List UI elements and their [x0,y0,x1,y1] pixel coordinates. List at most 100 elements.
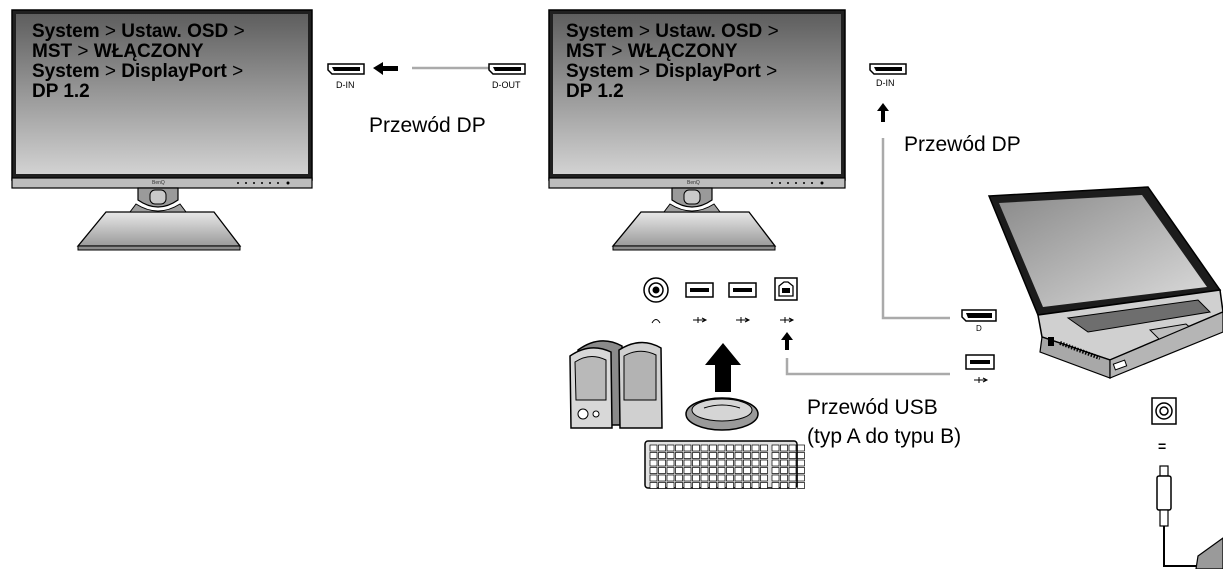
keyboard-key [700,459,709,467]
keyboard-key [771,467,780,474]
keyboard-key [666,467,675,474]
dp-arrow-left [373,62,398,75]
keyboard-key [666,452,675,459]
keyboard-key [692,467,700,474]
keyboard-key [751,474,760,482]
keyboard-key [675,459,683,467]
dp-out-label: D-OUT [492,80,521,90]
keyboard-key [709,482,717,489]
keyboard-key [726,467,734,474]
keyboard-key [675,444,683,452]
keyboard-key [658,482,666,489]
keyboard-key [797,467,805,474]
keyboard-key [649,452,658,459]
keyboard-key [717,444,726,452]
keyboard-key [675,482,683,489]
keyboard-key [743,459,751,467]
keyboard-key [692,459,700,467]
speakers [569,340,663,429]
keyboard-key [717,474,726,482]
keyboard-key [760,467,768,474]
keyboard-key [743,474,751,482]
keyboard [644,440,805,489]
keyboard-key [717,452,726,459]
osd-item: System [566,21,634,42]
laptop-usb-port [965,354,995,383]
keyboard-key [771,482,780,489]
usb-cable-label-line1: Przewód USB [807,396,938,419]
osd-item: System [32,61,100,82]
keyboard-key [683,482,692,489]
keyboard-key [797,474,805,482]
keyboard-key [726,444,734,452]
keyboard-key [751,459,760,467]
keyboard-key [788,474,797,482]
dp-in-label-left: D-IN [336,80,355,90]
keyboard-key [734,474,743,482]
keyboard-key [692,452,700,459]
keyboard-key [760,452,768,459]
keyboard-key [734,452,743,459]
osd-item: MST [32,41,73,62]
keyboard-key [709,444,717,452]
keyboard-key [743,467,751,474]
keyboard-key [700,482,709,489]
usb-arrow [781,332,793,350]
keyboard-key [734,467,743,474]
osd-separator: > [638,21,650,42]
keyboard-key [760,459,768,467]
keyboard-key [692,444,700,452]
dp-arrow-right [877,103,889,122]
osd-item: System [566,61,634,82]
keyboard-key [700,474,709,482]
keyboard-key [666,459,675,467]
keyboard-key [734,444,743,452]
osd-item: DisplayPort [655,61,761,82]
keyboard-key [700,467,709,474]
keyboard-key [658,459,666,467]
keyboard-key [760,444,768,452]
keyboard-key [771,444,780,452]
osd-separator: > [233,21,245,42]
keyboard-key [788,482,797,489]
keyboard-key [797,444,805,452]
keyboard-key [675,474,683,482]
keyboard-key [788,459,797,467]
keyboard-key [700,444,709,452]
keyboard-key [734,482,743,489]
osd-separator: > [104,21,116,42]
keyboard-key [780,467,788,474]
keyboard-key [743,444,751,452]
osd-separator: > [611,41,623,62]
osd-text-left: System > Ustaw. OSD > MST > WŁĄCZONY Sys… [32,22,245,102]
keyboard-key [780,474,788,482]
monitor-left [11,9,313,251]
keyboard-key [771,459,780,467]
laptop-dp-port [961,309,997,322]
brand-label-right: BenQ [687,180,700,186]
keyboard-key [726,482,734,489]
osd-item: Ustaw. OSD [121,21,229,42]
keyboard-key [658,467,666,474]
keyboard-key [760,474,768,482]
dp-out-port [488,63,526,75]
keyboard-key [771,474,780,482]
keyboard-key [709,467,717,474]
osd-text-right: System > Ustaw. OSD > MST > WŁĄCZONY Sys… [566,22,779,102]
dp-cable-right [881,138,950,320]
keyboard-key [709,452,717,459]
dp-cable-label-right: Przewód DP [904,133,1021,156]
osd-separator: > [104,61,116,82]
keyboard-key [709,459,717,467]
keyboard-key [788,452,797,459]
keyboard-key [658,452,666,459]
osd-item: WŁĄCZONY [627,41,738,62]
osd-item: DisplayPort [121,61,227,82]
keyboard-key [751,467,760,474]
keyboard-key [771,452,780,459]
keyboard-key [780,452,788,459]
osd-item: DP 1.2 [566,81,624,102]
keyboard-key [649,444,658,452]
keyboard-key [797,452,805,459]
